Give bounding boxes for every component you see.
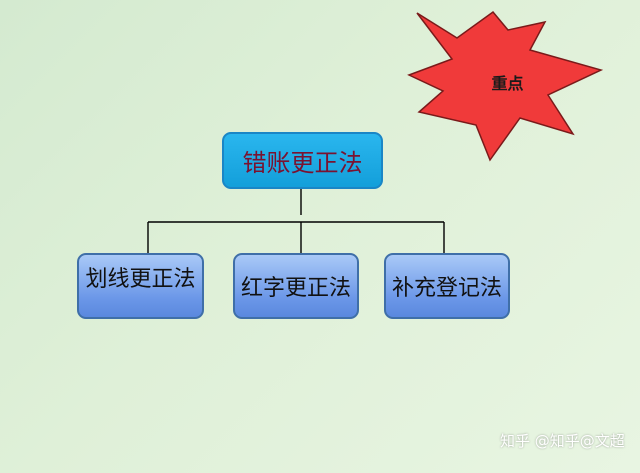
starburst-shape — [407, 10, 604, 162]
key-point-label: 重点 — [491, 74, 524, 93]
child-node-line-correction: 划线更正法 — [77, 253, 204, 319]
root-node-error-correction-methods: 错账更正法 — [222, 132, 383, 189]
child-node-label: 补充登记法 — [391, 276, 502, 301]
source-watermark: 知乎 @知乎@文超 — [500, 432, 625, 450]
child-node-supplementary-registration: 补充登记法 — [384, 253, 510, 319]
child-node-label: 划线更正法 — [85, 267, 196, 292]
child-node-label: 红字更正法 — [240, 276, 351, 301]
child-node-red-ink-correction: 红字更正法 — [233, 253, 359, 319]
key-point-star-badge: 重点 — [405, 8, 610, 166]
root-node-label: 错账更正法 — [242, 149, 363, 177]
